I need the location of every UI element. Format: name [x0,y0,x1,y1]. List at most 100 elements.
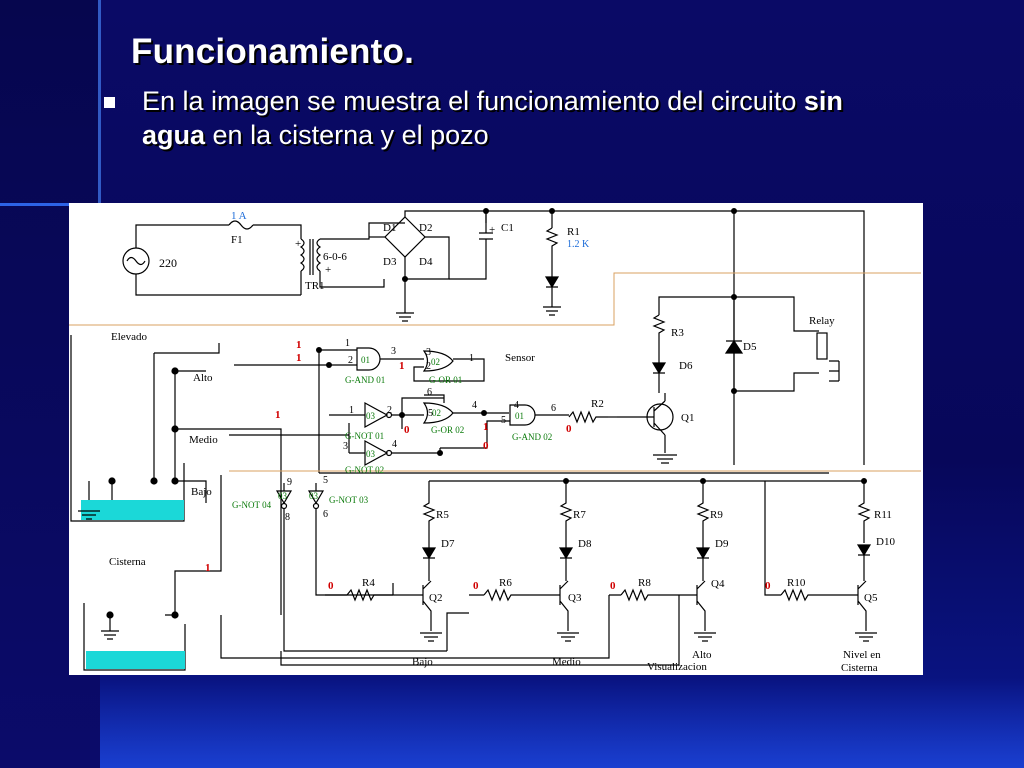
r7-label: R7 [573,509,586,521]
resistor-r1 [545,227,559,263]
logic-1-e: 1 [275,409,281,421]
d10-label: D10 [876,536,895,548]
transformer-label: TR1 [305,280,325,292]
sensor-medio-label: Medio [189,434,218,446]
tank-elevado-label: Elevado [111,331,148,343]
or2-id: 02 [432,408,441,418]
source-voltage: 220 [159,256,177,270]
gate-and-02 [509,404,536,426]
fuse-rating: 1 A [231,210,247,222]
and1-id: 01 [361,355,370,365]
led-d6 [651,362,667,375]
bullet-text: En la imagen se muestra el funcionamient… [142,84,902,152]
slide-title: Funcionamiento. [131,32,414,71]
and1-label: G-AND 01 [345,375,385,385]
logic-0-f: 0 [610,580,616,592]
decor-bottom-glow [100,678,1024,768]
decor-horizontal-line [0,203,100,206]
tank-elevado [70,335,185,522]
not4-label: G-NOT 04 [232,500,272,510]
logic-1-b: 1 [296,352,302,364]
q3-label: Q3 [568,592,582,604]
not3-id: 03 [309,491,319,501]
sensor-alto-label: Alto [193,372,213,384]
not2-id: 03 [366,449,376,459]
q2-label: Q2 [429,592,442,604]
orange-wire-1 [69,272,921,326]
sensor-label: Sensor [505,352,535,364]
transformer-plus1: + [295,238,301,250]
pin-or2-6: 6 [427,387,432,398]
circuit-schematic-svg: F1 1 A 220 TR1 6-0-6 + + D1 D2 D3 D4 C1 … [69,208,921,674]
tank-cisterna-label: Cisterna [109,556,146,568]
or2-label: G-OR 02 [431,425,464,435]
led-power [544,276,560,289]
capacitor-label: C1 [501,222,514,234]
logic-0-b: 0 [483,440,489,452]
d8-label: D8 [578,538,592,550]
r1-label: R1 [567,226,580,238]
and2-id: 01 [515,411,524,421]
pin-or2-4: 4 [472,400,477,411]
nivel-label-line1: Nivel en [843,649,881,661]
not3-label: G-NOT 03 [329,495,369,505]
diode-d2: D2 [419,222,432,234]
logic-0-d: 0 [328,580,334,592]
not1-label: G-NOT 01 [345,431,384,441]
medio-led-label: Medio [552,656,581,668]
visualizacion-label: Visualizacion [647,661,707,673]
nivel-label-line2: Cisterna [841,662,878,674]
resistor-r3 [652,314,666,351]
r5-label: R5 [436,509,449,521]
logic-1-d: 1 [483,421,489,433]
transformer-primary [299,238,305,272]
water-cisterna [86,651,185,669]
pin-and2-5: 5 [501,415,506,426]
pin-not3-6: 6 [323,509,328,520]
bullet-text-bold: sin agua [142,86,843,150]
r4-label: R4 [362,577,375,589]
pin-and2-4: 4 [514,400,519,411]
r6-label: R6 [499,577,512,589]
pin-not4-9: 9 [287,477,292,488]
logic-0-c: 0 [566,423,572,435]
r2-label: R2 [591,398,604,410]
d7-label: D7 [441,538,455,550]
pin-not1-1: 1 [349,405,354,416]
transformer-tap: 6-0-6 [323,251,347,263]
fuse-f1 [228,220,254,230]
capacitor-plus: + [489,224,495,236]
pin-not3-5: 5 [323,475,328,486]
pin-not4-8: 8 [285,512,290,523]
bullet-text-part2: en la cisterna y el pozo [205,120,489,150]
relay-label: Relay [809,315,835,327]
pin-or1-2: 2 [426,361,431,372]
r8-label: R8 [638,577,651,589]
alto-led-label: Alto [692,649,712,661]
pin-or1-3: 3 [426,347,431,358]
gate-or-01 [422,350,454,372]
water-elevado [81,500,184,520]
transformer-secondary [316,238,322,272]
resistor-r2 [568,410,608,424]
and2-label: G-AND 02 [512,432,552,442]
logic-0-g: 0 [765,580,771,592]
sensor-bajo-label: Bajo [191,486,212,498]
pin-and1-1: 1 [345,338,350,349]
r9-label: R9 [710,509,723,521]
q4-label: Q4 [711,578,725,590]
r10-label: R10 [787,577,806,589]
bajo-led-label: Bajo [412,656,433,668]
pin-not1-2: 2 [387,405,392,416]
q5-label: Q5 [864,592,878,604]
r3-label: R3 [671,327,684,339]
or1-label: G-OR 01 [429,375,462,385]
pin-and1-3: 3 [391,346,396,357]
logic-1-f: 1 [205,562,211,574]
pin-not2-4: 4 [392,439,397,450]
bullet-square-icon [104,97,115,108]
relay-coil [816,332,828,360]
d6-label: D6 [679,360,693,372]
not4-id: 03 [278,491,288,501]
r1-value: 1.2 K [567,239,590,250]
